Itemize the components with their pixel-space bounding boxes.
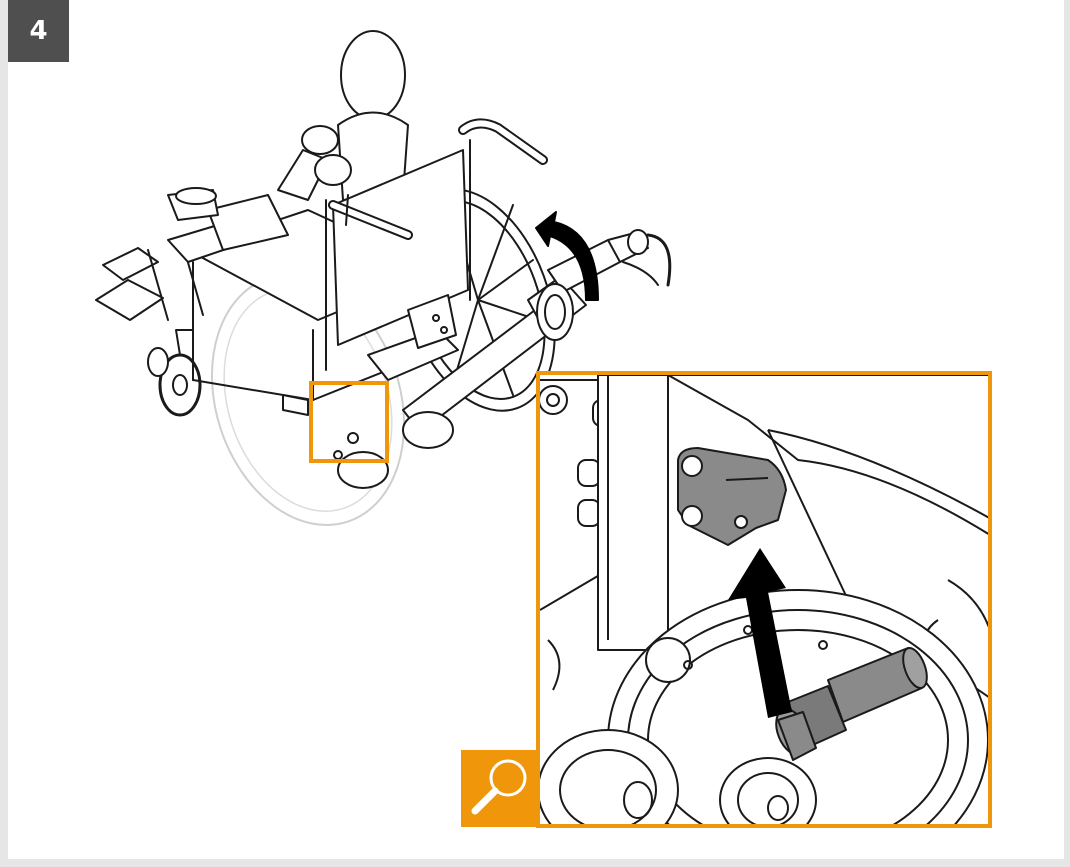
magnifier-icon <box>461 750 538 827</box>
wheelchair-overview <box>95 30 672 527</box>
backrest <box>332 149 469 346</box>
step-number-badge: 4 <box>8 0 69 62</box>
zoom-target-box <box>309 381 389 463</box>
handle-clamp <box>646 233 672 287</box>
occupant-head <box>340 30 406 120</box>
illustration <box>95 30 992 828</box>
curved-arrow-icon <box>535 211 599 301</box>
mount-bracket <box>677 447 787 546</box>
locking-pin <box>775 646 928 761</box>
straight-arrow-icon <box>728 548 792 718</box>
footrest <box>95 279 164 321</box>
instruction-panel: 4 <box>8 0 1064 859</box>
inset-frame <box>536 371 992 828</box>
detail-inset <box>461 371 992 828</box>
